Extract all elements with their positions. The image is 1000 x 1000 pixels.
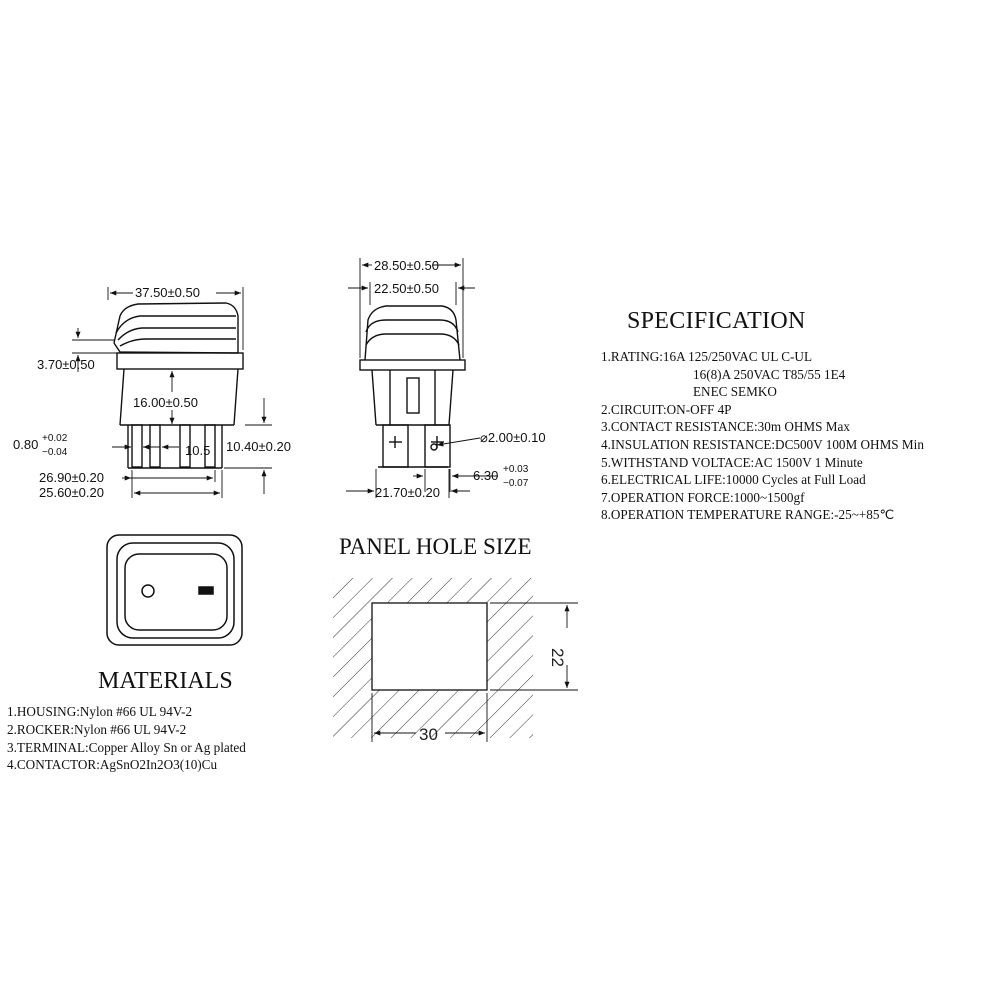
specification-list: 1.RATING:16A 125/250VAC UL C-UL 16(8)A 2…	[601, 348, 924, 524]
dim-terminal-length: 10.40±0.20	[226, 439, 291, 454]
front-view-dimensions	[346, 258, 498, 498]
dim-hole-diameter: ⌀2.00±0.10	[480, 430, 546, 445]
spec-item: 5.WITHSTAND VOLTACE:AC 1500V 1 Minute	[601, 454, 863, 470]
dim-depth-body: 22.50±0.50	[374, 281, 439, 296]
materials-title: MATERIALS	[98, 668, 233, 694]
spec-item: 2.CIRCUIT:ON-OFF 4P	[601, 401, 732, 417]
spec-item: 7.OPERATION FORCE:1000~1500gf	[601, 489, 805, 505]
dim-width-overall: 37.50±0.50	[135, 285, 200, 300]
dim-terminal-thickness-plus: +0.02	[42, 433, 68, 444]
on-symbol-icon	[198, 586, 214, 595]
dim-base-width-inner: 25.60±0.20	[39, 485, 104, 500]
front-view	[359, 305, 466, 468]
material-item: 1.HOUSING:Nylon #66 UL 94V-2	[7, 704, 193, 719]
dim-terminal-pitch: 10.5	[185, 443, 210, 458]
panel-hole-height: 22	[548, 648, 567, 667]
panel-hole-drawing	[333, 578, 578, 742]
spec-item: 4.INSULATION RESISTANCE:DC500V 100M OHMS…	[601, 436, 924, 452]
dim-terminal-width-minus: −0.07	[503, 478, 529, 489]
material-item: 4.CONTACTOR:AgSnO2In2O3(10)Cu	[7, 757, 218, 773]
dim-rocker-height: 3.70±0.50	[37, 357, 95, 372]
dim-terminal-thickness-minus: −0.04	[42, 447, 68, 458]
spec-item: 16(8)A 250VAC T85/55 1E4	[693, 366, 846, 382]
spec-item: ENEC SEMKO	[693, 384, 777, 400]
spec-item: 8.OPERATION TEMPERATURE RANGE:-25~+85℃	[601, 507, 895, 523]
spec-item: 1.RATING:16A 125/250VAC UL C-UL	[601, 349, 813, 364]
spec-item: 6.ELECTRICAL LIFE:10000 Cycles at Full L…	[601, 472, 866, 488]
dim-terminal-thickness: 0.80	[13, 437, 38, 452]
top-view	[106, 534, 243, 646]
materials-list: 1.HOUSING:Nylon #66 UL 94V-2 2.ROCKER:Ny…	[7, 703, 246, 774]
dim-terminal-width-plus: +0.03	[503, 464, 529, 475]
off-symbol-icon	[141, 584, 155, 598]
spec-item: 3.CONTACT RESISTANCE:30m OHMS Max	[601, 419, 850, 435]
material-item: 3.TERMINAL:Copper Alloy Sn or Ag plated	[7, 739, 246, 755]
side-view	[113, 302, 244, 469]
panel-hole-width: 30	[419, 725, 438, 744]
dim-base-depth: 21.70±0.20	[375, 485, 440, 500]
dim-base-width-outer: 26.90±0.20	[39, 470, 104, 485]
dim-depth-overall: 28.50±0.50	[374, 258, 439, 273]
material-item: 2.ROCKER:Nylon #66 UL 94V-2	[7, 721, 187, 737]
specification-title: SPECIFICATION	[627, 308, 806, 334]
dim-body-height: 16.00±0.50	[133, 395, 198, 410]
side-view-dimensions	[72, 287, 272, 498]
dim-terminal-width: 6.30	[473, 468, 498, 483]
panel-hole-title: PANEL HOLE SIZE	[339, 534, 532, 559]
